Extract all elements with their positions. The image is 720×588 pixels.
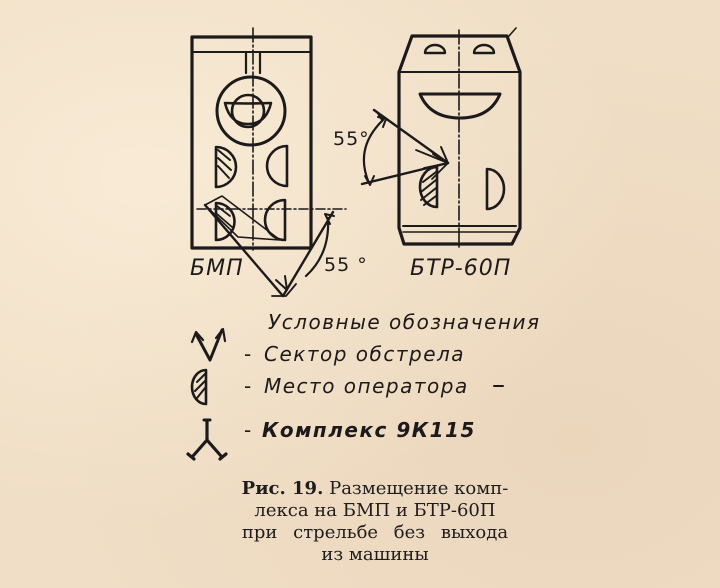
btr60p-seat-right [485, 167, 506, 211]
btr60p-hatches [423, 43, 496, 55]
bmp-angle-arc [304, 213, 335, 278]
caption-line-3: при стрельбе без выхода [241, 522, 509, 543]
legend-title: Условные обозначения [268, 310, 541, 334]
legend-item-missile-complex: Комплекс 9К115 [262, 418, 476, 442]
bmp-vehicle-outline [190, 27, 313, 251]
bmp-operator-position-1 [214, 145, 238, 189]
legend-item-firing-sector: Сектор обстрела [264, 342, 466, 366]
bmp-label: БМП [190, 256, 244, 281]
missile-complex-icon [186, 418, 228, 461]
caption-line-4: из машины [321, 544, 429, 565]
btr60p-turret [418, 92, 502, 120]
caption-line-1: Рис. 19. Размещение комп- [210, 478, 540, 500]
bmp-firing-sector [196, 195, 347, 298]
legend-dash-1: - [244, 342, 253, 366]
legend-item-operator-position: Место оператора [264, 374, 469, 398]
caption-figure-number: Рис. 19. [241, 478, 324, 499]
operator-position-icon [190, 368, 208, 406]
bmp-turret [215, 75, 287, 147]
btr60p-operator-position [418, 165, 439, 209]
legend-dash-2: - [244, 374, 253, 398]
bmp-seat-right [265, 144, 289, 188]
bmp-angle-label: 55 ° [324, 254, 368, 276]
bmp-operator-position-2 [214, 201, 236, 242]
btr60p-angle-label: 55° [333, 128, 370, 150]
firing-sector-icon [190, 327, 227, 362]
caption-text-1: Размещение комп- [329, 478, 509, 499]
btr60p-vehicle-outline [397, 27, 522, 251]
figure-caption: Рис. 19. Размещение комп- лекса на БМП и… [210, 478, 540, 566]
caption-line-2: лекса на БМП и БТР-60П [254, 500, 496, 521]
btr60p-label: БТР-60П [410, 256, 512, 281]
bmp-seat-right-2 [263, 198, 287, 242]
legend-dash-3: - [244, 418, 253, 442]
btr60p-angle-arc [362, 116, 387, 186]
